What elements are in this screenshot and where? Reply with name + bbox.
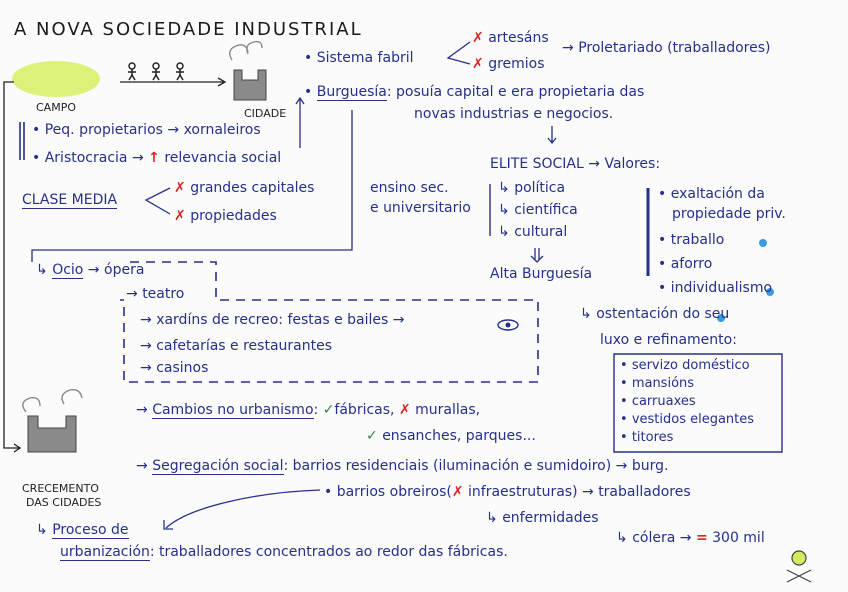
segregacion-line-3: ↳ enfermidades	[486, 510, 599, 526]
elite-item: ↳ cultural	[498, 224, 567, 240]
elite-item: ↳ política	[498, 180, 565, 196]
proletariado: → Proletariado (traballadores)	[562, 40, 770, 56]
valor-item: • individualismo	[658, 280, 772, 296]
colera-line: ↳ cólera → = 300 mil	[616, 530, 765, 546]
ensino: ensino sec.	[370, 180, 449, 196]
arrow-to-proceso	[164, 490, 320, 529]
crecemento-label-2: DAS CIDADES	[26, 495, 101, 511]
clase-media-item: ✗ propiedades	[174, 208, 277, 224]
ocio-label: ↳ Ocio → ópera	[36, 262, 144, 278]
luxo-item: • vestidos elegantes	[620, 412, 754, 428]
elite-item: ↳ científica	[498, 202, 578, 218]
ostentacion-line-2: luxo e refinamento:	[600, 332, 737, 348]
sistema-label: • Sistema fabril	[304, 50, 414, 66]
page-title: A NOVA SOCIEDADE INDUSTRIAL	[14, 22, 363, 38]
sistema-item: ✗ gremios	[472, 56, 545, 72]
valor-item: • exaltación da	[658, 186, 765, 202]
factory-icon	[230, 42, 266, 100]
people-icon	[128, 63, 184, 80]
ocio-item: → casinos	[140, 360, 208, 376]
ostentacion-line: ↳ ostentación do seu	[580, 306, 729, 322]
eye-icon	[498, 320, 518, 330]
valor-item: • aforro	[658, 256, 712, 272]
ocio-item: → teatro	[126, 286, 184, 302]
bullet-dot	[759, 239, 767, 247]
cambios-line-2: ✓ ensanches, parques...	[366, 428, 536, 444]
segregacion-line: → Segregación social: barrios residencia…	[136, 458, 668, 474]
factory-icon-2	[23, 390, 82, 452]
ensino-2: e universitario	[370, 200, 471, 216]
campo-label: CAMPO	[36, 100, 76, 116]
proceso-label: ↳ Proceso de	[36, 522, 129, 538]
valor-item: • traballo	[658, 232, 724, 248]
skull-icon	[787, 551, 811, 582]
sistema-item: ✗ artesáns	[472, 30, 549, 46]
luxo-item: • carruaxes	[620, 394, 696, 410]
elite-label: ELITE SOCIAL → Valores:	[490, 156, 660, 172]
clase-media-label: CLASE MEDIA	[22, 192, 117, 209]
rural-item: • Aristocracia → ↑ relevancia social	[32, 150, 281, 166]
proceso-line: urbanización: traballadores concentrados…	[60, 544, 508, 560]
cidade-label: CIDADE	[244, 106, 286, 122]
segregacion-line-2: • barrios obreiros(✗ infraestruturas) → …	[324, 484, 691, 500]
cambios-line: → Cambios no urbanismo: ✓fábricas, ✗ mur…	[136, 402, 480, 418]
clase-media-item: ✗ grandes capitales	[174, 180, 314, 196]
burguesia-line: • Burguesía: posuía capital e era propie…	[304, 84, 644, 100]
luxo-item: • servizo doméstico	[620, 358, 750, 374]
ocio-item: → cafetarías e restaurantes	[140, 338, 332, 354]
luxo-item: • titores	[620, 430, 673, 446]
valor-item-cont: propiedade priv.	[672, 206, 786, 222]
ocio-item: → xardíns de recreo: festas e bailes →	[140, 312, 405, 328]
rural-item: • Peq. propietarios → xornaleiros	[32, 122, 261, 138]
alta-burguesia: Alta Burguesía	[490, 266, 592, 282]
campo-to-crecemento-line	[4, 82, 20, 452]
burguesia-line-2: novas industrias e negocios.	[414, 106, 613, 122]
arrow-campo-cidade	[120, 78, 225, 86]
luxo-item: • mansións	[620, 376, 694, 392]
campo-highlight	[12, 61, 100, 97]
